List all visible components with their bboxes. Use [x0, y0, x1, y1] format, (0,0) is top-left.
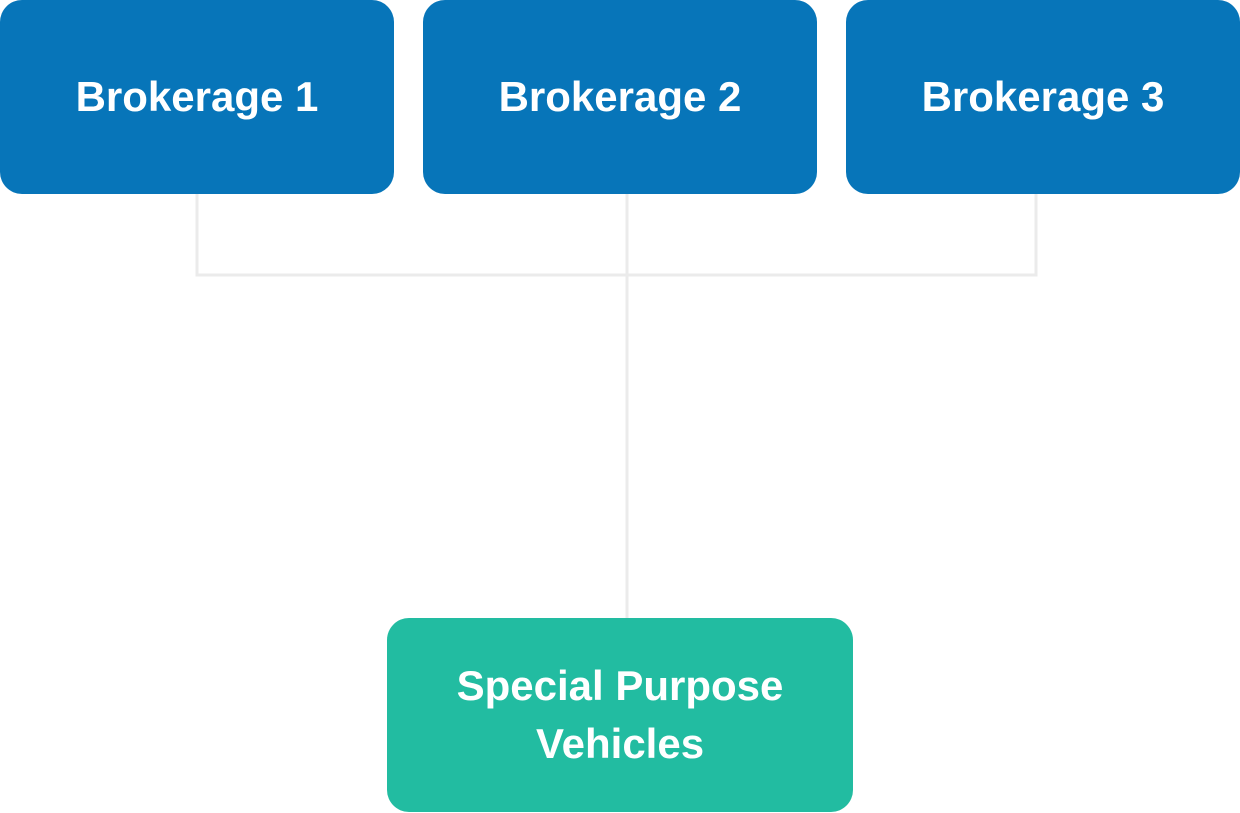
brokerage-1-box: Brokerage 1: [0, 0, 394, 194]
special-purpose-vehicles-label: Special Purpose Vehicles: [456, 662, 784, 767]
brokerage-3-label: Brokerage 3: [921, 73, 1165, 120]
brokerage-2-label: Brokerage 2: [498, 73, 742, 120]
connector-brokerage-1: [195, 194, 627, 277]
special-purpose-vehicles-box: Special Purpose Vehicles: [387, 618, 853, 812]
brokerage-3-box: Brokerage 3: [846, 0, 1240, 194]
connector-brokerage-3: [627, 194, 1038, 277]
brokerage-2-box: Brokerage 2: [423, 0, 817, 194]
brokerage-1-label: Brokerage 1: [75, 73, 319, 120]
